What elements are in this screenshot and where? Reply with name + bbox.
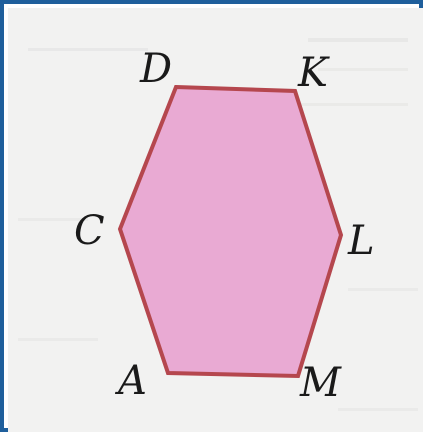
vertex-label-m: M	[299, 360, 342, 406]
vertex-label-c: C	[74, 208, 105, 254]
page-texture	[18, 38, 418, 411]
hexagon-diagram: D K C L A M	[18, 38, 418, 411]
vertex-label-l: L	[347, 218, 375, 264]
vertex-label-a: A	[114, 358, 147, 404]
hexagon-DKLMAC	[117, 84, 344, 379]
vertex-label-d: D	[139, 46, 172, 92]
textbook-page: D K C L A M	[8, 8, 423, 432]
vertex-label-k: K	[297, 50, 330, 96]
